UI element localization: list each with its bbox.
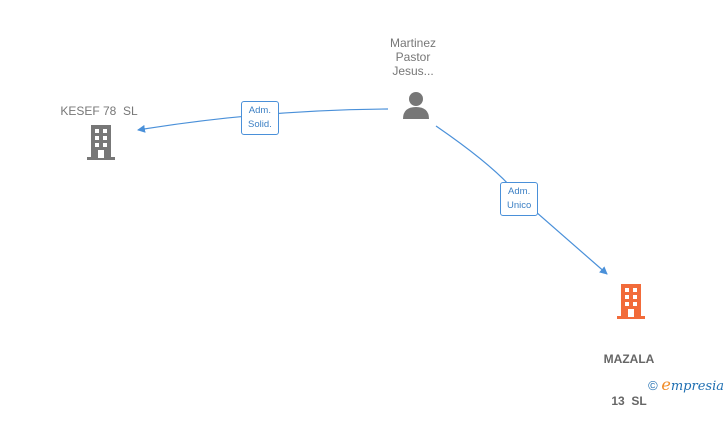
building-icon[interactable] xyxy=(85,125,117,161)
edge-label-adm-unico[interactable]: Adm. Unico xyxy=(500,182,539,216)
company-node-label-mazala[interactable]: MAZALA 13 SL xyxy=(604,324,655,422)
empresia-logo-initial: e xyxy=(661,375,671,394)
copyright-icon: © xyxy=(648,378,658,393)
building-icon-highlighted[interactable] xyxy=(615,284,647,320)
company-node-label-kesef[interactable]: KESEF 78 SL xyxy=(60,104,138,118)
empresia-logo-text: mpresia xyxy=(670,379,724,394)
person-icon[interactable] xyxy=(401,90,431,120)
mazala-name-line2: 13 SL xyxy=(611,394,647,408)
edge-label-line1: Adm. xyxy=(248,105,271,116)
edge-label-line1: Adm. xyxy=(508,186,531,197)
person-name-line1: Martinez xyxy=(389,36,437,50)
mazala-name-line1: MAZALA xyxy=(603,352,655,366)
person-name-line3: Jesus... xyxy=(392,64,434,78)
person-name-line2: Pastor xyxy=(395,50,431,64)
edge-label-line2: Unico xyxy=(507,200,532,211)
empresia-watermark: © empresia xyxy=(648,375,724,394)
person-node-label[interactable]: Martinez Pastor Jesus... xyxy=(390,36,436,78)
edge-label-line2: Solid. xyxy=(248,119,272,130)
edge-label-adm-solid[interactable]: Adm. Solid. xyxy=(241,101,279,135)
